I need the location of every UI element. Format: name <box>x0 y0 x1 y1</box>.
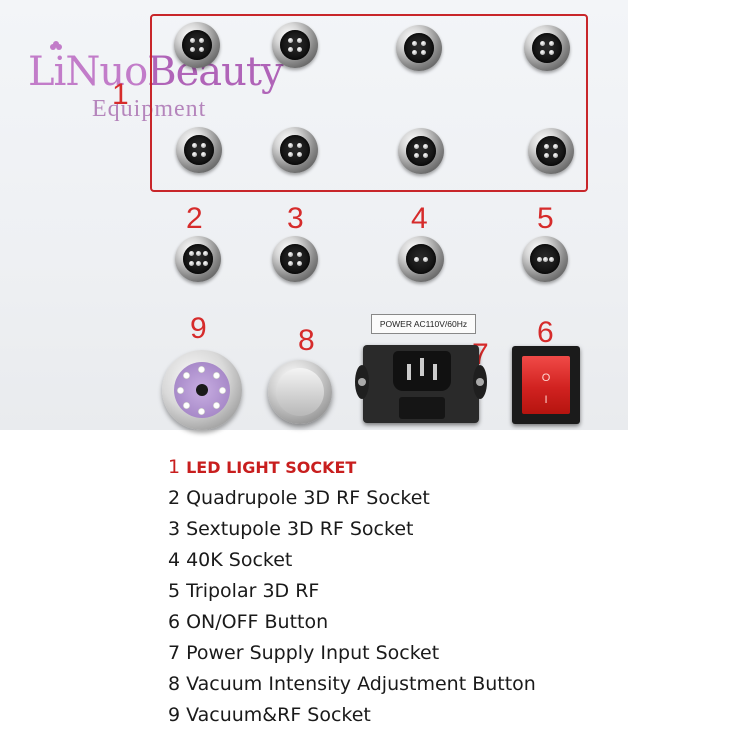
vacuum-rf-socket[interactable] <box>162 350 242 430</box>
vacuum-intensity-knob[interactable] <box>268 360 332 424</box>
callout-2: 2 <box>186 202 203 235</box>
vacuum-rf-socket-inner <box>174 362 230 418</box>
tripolar-rf-socket[interactable] <box>522 236 568 282</box>
callout-9: 9 <box>190 312 207 345</box>
callout-6: 6 <box>537 316 554 349</box>
led-socket-connector[interactable] <box>396 25 442 71</box>
callout-1: 1 <box>112 78 129 111</box>
rocker-on-symbol: I <box>544 394 548 406</box>
led-socket-connector[interactable] <box>398 128 444 174</box>
logo-equipment: Equipment <box>92 96 207 122</box>
led-socket-group-frame <box>150 14 588 192</box>
callout-3: 3 <box>287 202 304 235</box>
led-socket-connector[interactable] <box>174 22 220 68</box>
40k-socket[interactable] <box>398 236 444 282</box>
led-socket-connector[interactable] <box>272 22 318 68</box>
callout-5: 5 <box>537 202 554 235</box>
brand-logo: LiNuoBeauty <box>28 49 284 95</box>
led-socket-connector[interactable] <box>272 127 318 173</box>
logo-linuo: LiNuo <box>28 49 148 95</box>
fuse-drawer[interactable] <box>399 397 445 419</box>
led-socket-connector[interactable] <box>524 25 570 71</box>
on-off-rocker-switch[interactable]: O I <box>512 346 580 424</box>
callout-4: 4 <box>411 202 428 235</box>
led-socket-connector[interactable] <box>176 127 222 173</box>
quadrupole-rf-socket[interactable] <box>175 236 221 282</box>
power-input-socket[interactable] <box>355 345 487 423</box>
led-socket-connector[interactable] <box>528 128 574 174</box>
power-rating-label: POWER AC110V/60Hz <box>371 314 476 334</box>
callout-8: 8 <box>298 324 315 357</box>
rocker-off-symbol: O <box>541 372 551 384</box>
sextupole-rf-socket[interactable] <box>272 236 318 282</box>
logo-flower-icon <box>50 41 62 50</box>
